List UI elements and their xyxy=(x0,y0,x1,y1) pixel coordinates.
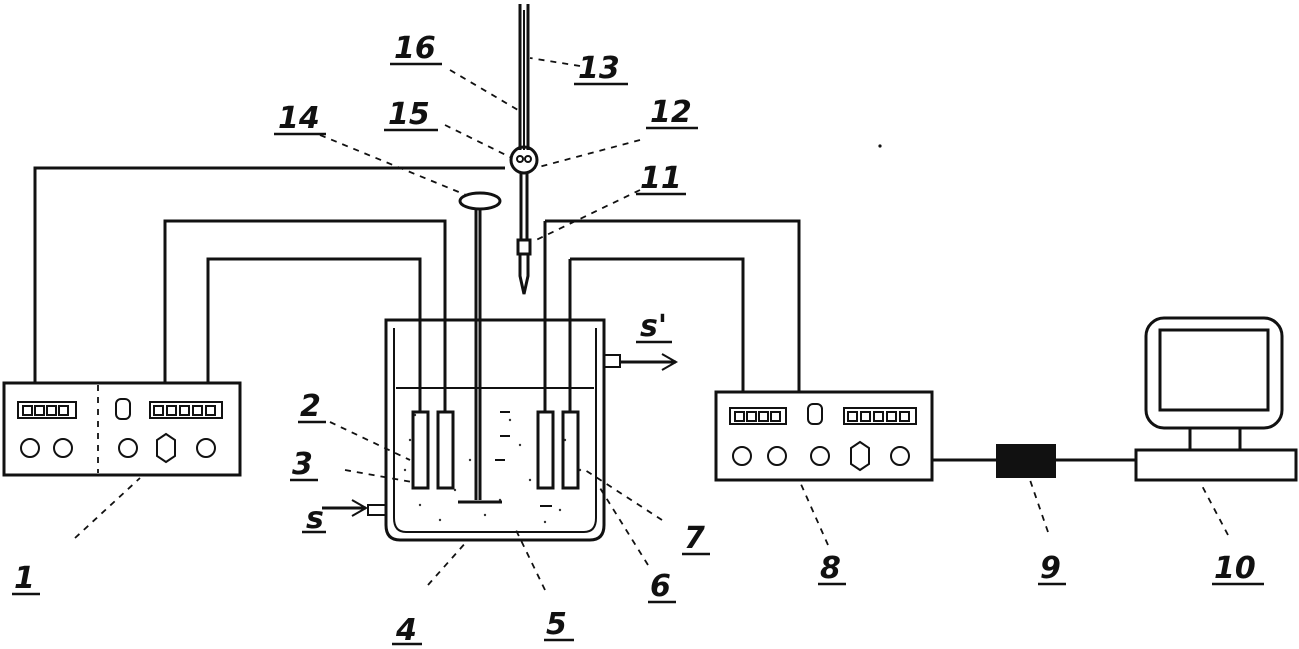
solution-dots xyxy=(403,413,582,524)
label-7: 7 xyxy=(684,521,705,556)
label-5: 5 xyxy=(546,607,567,642)
left-electrodes xyxy=(411,320,455,490)
labels: 1 2 3 4 5 6 7 8 9 10 11 12 13 14 15 16 s… xyxy=(12,31,1264,648)
label-8: 8 xyxy=(820,551,841,586)
label-1: 1 xyxy=(14,561,35,596)
instrument-1 xyxy=(2,381,242,477)
label-9: 9 xyxy=(1040,551,1061,586)
leader-lines xyxy=(74,57,1229,591)
label-4: 4 xyxy=(395,613,417,648)
stray-dot xyxy=(878,144,882,148)
label-10: 10 xyxy=(1214,551,1256,586)
label-16: 16 xyxy=(394,31,436,66)
label-s-inlet: s xyxy=(306,501,324,536)
label-13: 13 xyxy=(578,51,620,86)
label-15: 15 xyxy=(388,97,430,132)
label-3: 3 xyxy=(292,447,313,482)
right-electrodes xyxy=(536,221,580,490)
computer-10 xyxy=(1134,316,1298,482)
interface-9 xyxy=(932,444,1136,478)
label-s-outlet: s' xyxy=(640,309,667,344)
label-6: 6 xyxy=(650,569,671,604)
label-11: 11 xyxy=(640,161,682,196)
stirrer xyxy=(458,191,502,504)
label-12: 12 xyxy=(650,95,692,130)
wires-left xyxy=(33,166,505,402)
label-14: 14 xyxy=(278,101,320,136)
instrument-8 xyxy=(714,390,934,482)
wires-right xyxy=(545,219,801,392)
label-2: 2 xyxy=(300,389,321,424)
reaction-vessel xyxy=(322,318,679,542)
burette xyxy=(509,4,539,295)
